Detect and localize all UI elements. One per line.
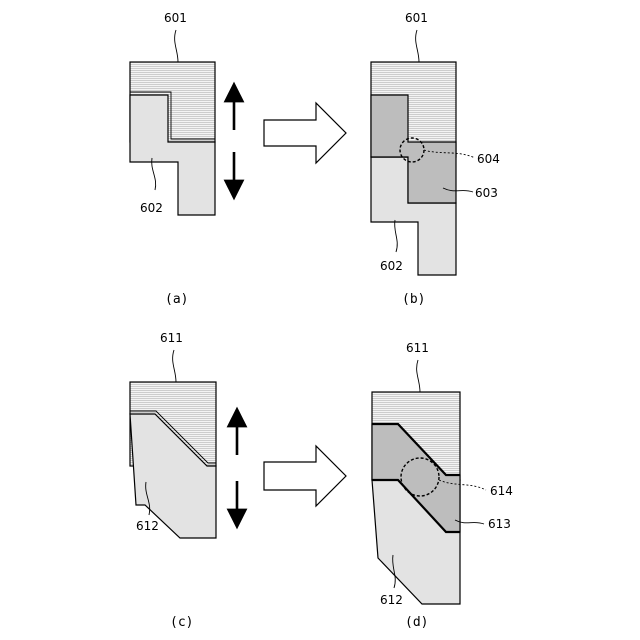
label-601-a: 601 [164, 11, 187, 25]
label-603-b: 603 [475, 186, 498, 200]
panel-a: 601 602 (a) [130, 11, 234, 307]
caption-b: (b) [402, 292, 425, 307]
panel-c: 611 612 (c) [130, 331, 237, 630]
label-611-d: 611 [406, 341, 429, 355]
label-612-d: 612 [380, 593, 403, 607]
label-601-b: 601 [405, 11, 428, 25]
label-602-b: 602 [380, 259, 403, 273]
leader-601-b [416, 30, 419, 62]
label-611-c: 611 [160, 331, 183, 345]
label-604-b: 604 [477, 152, 500, 166]
leader-602-b [395, 220, 398, 252]
leader-601-a [175, 30, 178, 62]
transition-arrow-top [264, 103, 346, 163]
panel-d: 611 614 613 612 (d) [372, 341, 513, 630]
caption-c: (c) [170, 615, 193, 630]
caption-a: (a) [165, 292, 188, 307]
label-613-d: 613 [488, 517, 511, 531]
label-602-a: 602 [140, 201, 163, 215]
leader-611-d [417, 360, 420, 392]
leader-602-a [152, 158, 156, 190]
label-612-c: 612 [136, 519, 159, 533]
panel-b: 601 604 603 602 (b) [371, 11, 500, 307]
transition-arrow-bottom [264, 446, 346, 506]
label-614-d: 614 [490, 484, 513, 498]
caption-d: (d) [405, 615, 428, 630]
leader-611-c [173, 350, 176, 382]
